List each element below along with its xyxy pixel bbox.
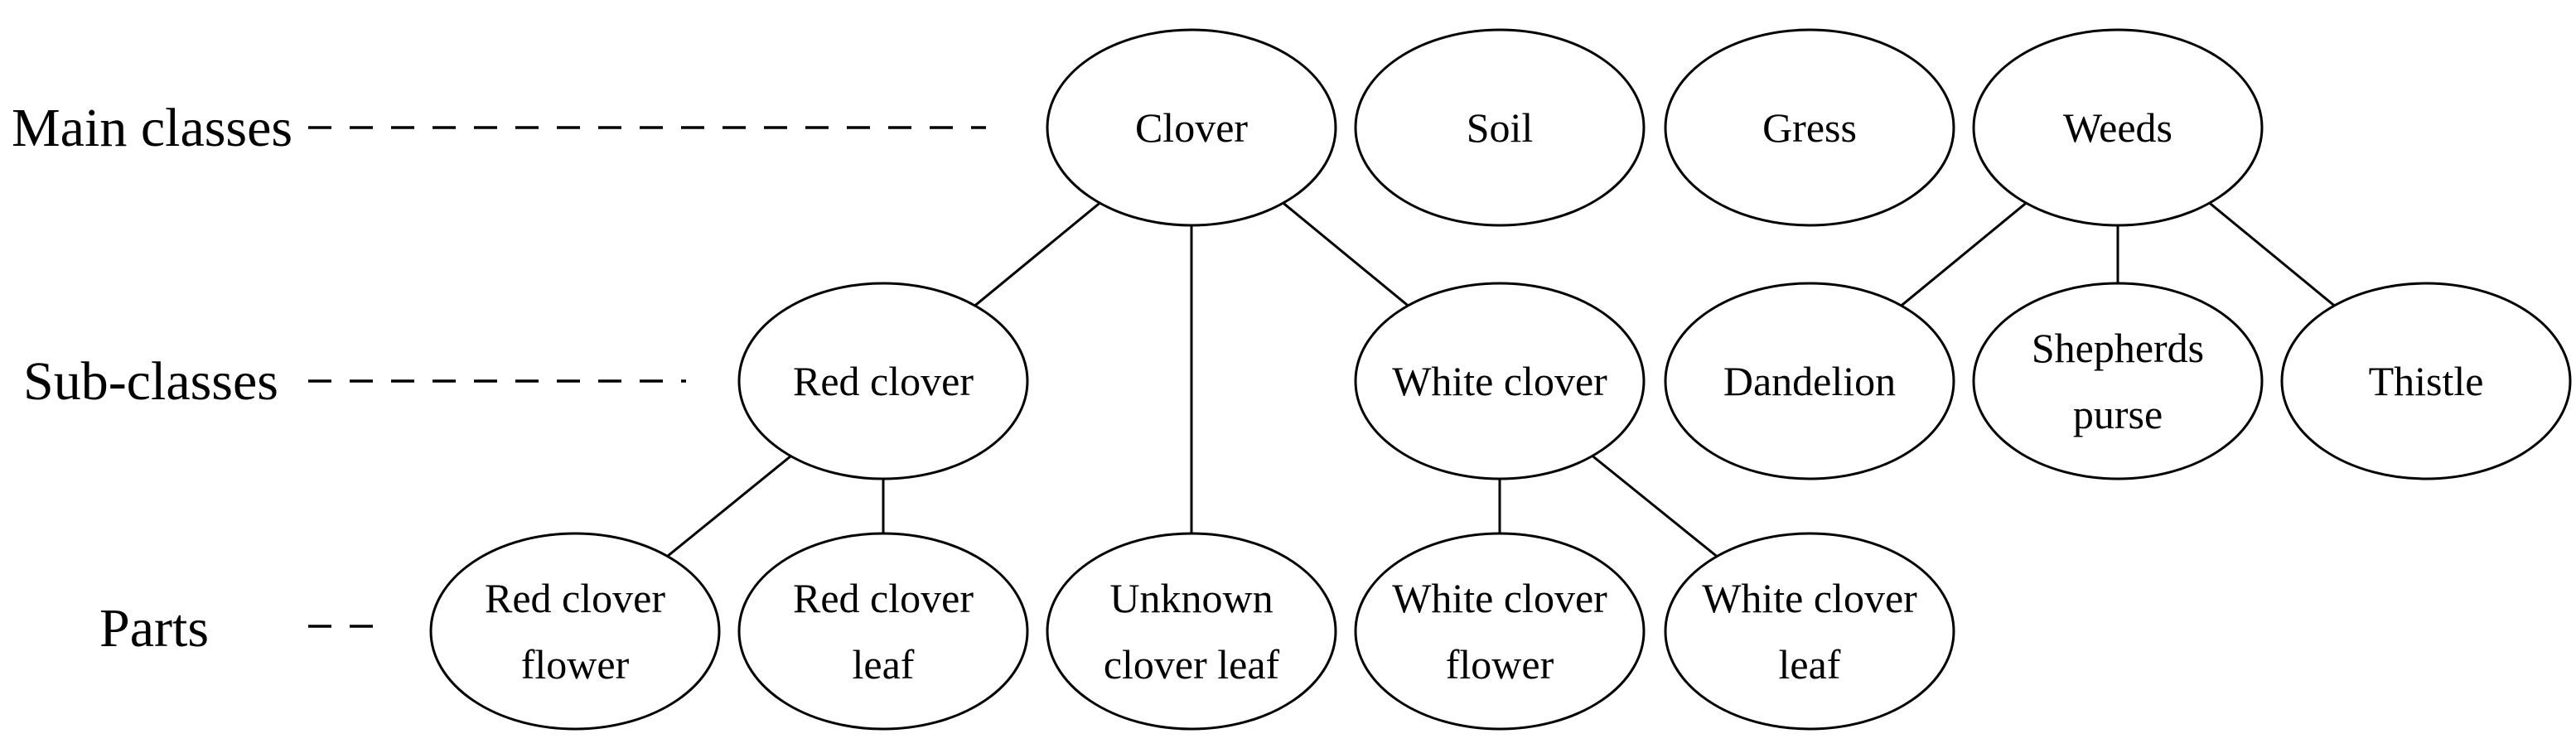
edge-red-clover-to-red-clover-flower: [666, 455, 792, 558]
node-gress: Gress: [1664, 28, 1955, 227]
edge-weeds-to-dandelion: [1900, 201, 2027, 307]
node-red-clover-leaf-label: Red clover: [793, 575, 974, 621]
node-weeds-ellipse: [1972, 28, 2264, 227]
node-white-clover-flower: White clover flower: [1354, 532, 1646, 731]
node-soil-label: Soil: [1467, 104, 1534, 151]
node-red-clover-flower: Red clover flower: [429, 532, 721, 731]
node-unknown-clover-leaf: Unknown clover leaf: [1046, 532, 1337, 731]
node-soil: Soil: [1354, 28, 1646, 227]
node-white-clover-flower-ellipse: [1354, 532, 1646, 731]
node-white-clover: White clover: [1354, 282, 1646, 480]
node-white-clover-leaf-label: White clover: [1702, 575, 1917, 621]
node-gress-ellipse: [1664, 28, 1955, 227]
node-white-clover-ellipse: [1354, 282, 1646, 480]
node-red-clover-flower-ellipse: [429, 532, 721, 731]
node-white-clover-flower-label: White clover: [1392, 575, 1607, 621]
node-red-clover-leaf: Red clover leaf: [737, 532, 1029, 731]
node-dandelion-label: Dandelion: [1723, 358, 1896, 404]
node-red-clover-leaf-ellipse: [737, 532, 1029, 731]
node-red-clover: Red clover: [737, 282, 1029, 480]
edge-clover-to-white-clover: [1282, 201, 1409, 307]
node-dandelion: Dandelion: [1664, 282, 1955, 480]
node-red-clover-flower-label: flower: [521, 641, 630, 688]
node-white-clover-leaf: White clover leaf: [1664, 532, 1955, 731]
level-label-main-classes: Main classes: [12, 98, 292, 158]
node-white-clover-flower-label: flower: [1446, 641, 1554, 688]
node-shepherds-purse: Shepherds purse: [1972, 282, 2264, 480]
level-label-sub-classes: Sub-classes: [23, 351, 278, 412]
node-red-clover-flower-label: Red clover: [485, 575, 665, 621]
node-white-clover-leaf-label: leaf: [1779, 641, 1841, 688]
node-weeds: Weeds: [1972, 28, 2264, 227]
node-shepherds-purse-ellipse: [1972, 282, 2264, 480]
level-label-parts: Parts: [99, 598, 209, 659]
node-unknown-clover-leaf-label: Unknown: [1109, 575, 1273, 621]
node-thistle: Thistle: [2280, 282, 2572, 480]
node-soil-ellipse: [1354, 28, 1646, 227]
node-gress-label: Gress: [1762, 104, 1857, 151]
node-weeds-label: Weeds: [2063, 104, 2172, 151]
node-unknown-clover-leaf-label: clover leaf: [1104, 641, 1280, 688]
node-white-clover-leaf-ellipse: [1664, 532, 1955, 731]
node-red-clover-label: Red clover: [793, 358, 974, 404]
node-clover-ellipse: [1046, 28, 1337, 227]
node-red-clover-leaf-label: leaf: [853, 641, 915, 688]
edges-layer: [666, 201, 2336, 558]
node-clover-label: Clover: [1135, 104, 1248, 151]
node-thistle-label: Thistle: [2369, 358, 2484, 404]
node-shepherds-purse-label: Shepherds: [2032, 325, 2204, 371]
node-thistle-ellipse: [2280, 282, 2572, 480]
node-red-clover-ellipse: [737, 282, 1029, 480]
node-clover: Clover: [1046, 28, 1337, 227]
edge-white-clover-to-white-clover-leaf: [1591, 455, 1718, 558]
edge-weeds-to-thistle: [2208, 201, 2336, 307]
node-white-clover-label: White clover: [1392, 358, 1607, 404]
edge-clover-to-red-clover: [974, 201, 1101, 307]
node-unknown-clover-leaf-ellipse: [1046, 532, 1337, 731]
node-shepherds-purse-label: purse: [2073, 391, 2163, 437]
node-dandelion-ellipse: [1664, 282, 1955, 480]
